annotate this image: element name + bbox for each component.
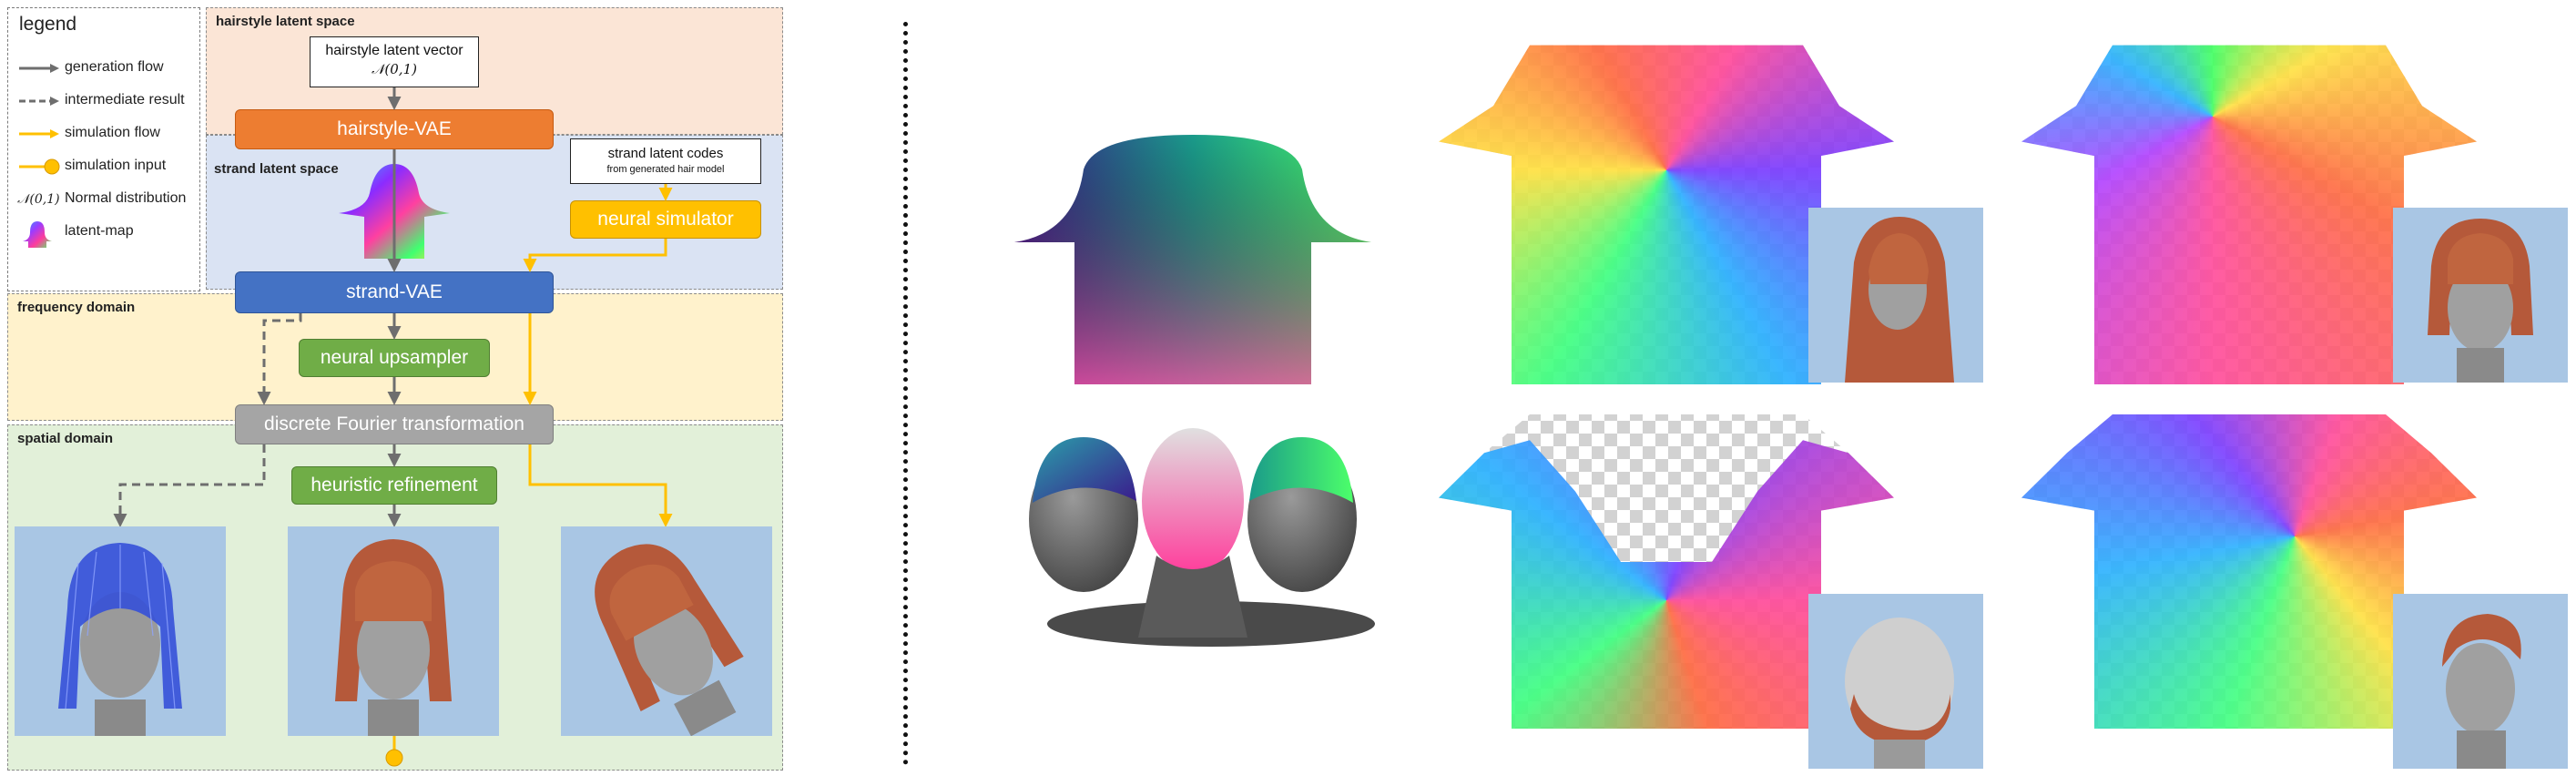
- node-label: hairstyle-VAE: [337, 118, 452, 139]
- box-line: strand latent codes: [607, 146, 724, 161]
- legend-label: Normal distribution: [65, 190, 187, 206]
- hairstyle-latent-vector-box: hairstyle latent vector 𝒩(0,1): [310, 36, 479, 87]
- legend-item-intermediate-result: intermediate result: [17, 88, 199, 116]
- box-line: from generated hair model: [606, 164, 725, 175]
- hairstyle-vae-node: hairstyle-VAE: [235, 109, 554, 149]
- legend-item-latent-map: latent-map: [17, 220, 199, 248]
- legend-label: simulation flow: [65, 125, 160, 140]
- legend-item-generation-flow: generation flow: [17, 56, 199, 83]
- legend-item-normal-distribution: 𝒩(0,1) Normal distribution: [17, 187, 199, 214]
- node-label: strand-VAE: [346, 281, 443, 302]
- short-styled-hair-image: [2442, 614, 2521, 769]
- heuristic-refinement-node: heuristic refinement: [291, 466, 497, 505]
- normal-distribution-symbol: 𝒩(0,1): [17, 192, 60, 207]
- strand-latent-codes-box: strand latent codes from generated hair …: [570, 138, 761, 184]
- dashed-arrow-icon: [19, 97, 59, 106]
- yellow-arrow-icon: [19, 129, 59, 138]
- node-label: heuristic refinement: [311, 475, 478, 495]
- vertical-divider: [903, 22, 908, 765]
- region-title: spatial domain: [17, 431, 114, 446]
- latent-map-2-hair-render: [2393, 208, 2568, 383]
- red-hair-head-image: [335, 539, 452, 736]
- legend: legend generation flow intermediate resu…: [7, 7, 200, 291]
- legend-item-simulation-flow: simulation flow: [17, 121, 199, 148]
- legend-label: intermediate result: [65, 92, 185, 107]
- legend-label: generation flow: [65, 59, 164, 75]
- legend-label: latent-map: [65, 223, 134, 239]
- box-line: hairstyle latent vector: [325, 43, 463, 58]
- latent-map-1-hair-render: [1808, 208, 1983, 383]
- region-title: hairstyle latent space: [216, 14, 355, 29]
- legend-item-simulation-input: simulation input: [17, 154, 199, 181]
- node-label: neural simulator: [597, 209, 734, 230]
- bob-hair-image: [2428, 219, 2533, 383]
- region-title: frequency domain: [17, 300, 136, 315]
- strand-vae-node: strand-VAE: [235, 271, 554, 313]
- node-label: discrete Fourier transformation: [264, 414, 524, 434]
- yellow-dot-icon: [19, 158, 60, 175]
- simulated-hair-render: [561, 526, 772, 736]
- tilted-head-image: [595, 544, 744, 736]
- uv-gradient-map: [1014, 135, 1371, 384]
- legend-label: simulation input: [65, 158, 167, 173]
- short-hair-back-image: [1845, 618, 1954, 769]
- legend-title: legend: [19, 14, 77, 35]
- long-wavy-hair-image: [1845, 217, 1954, 383]
- blue-hair-head-image: [58, 543, 182, 736]
- latent-map-4-hair-render: [2393, 594, 2568, 769]
- region-title: strand latent space: [214, 161, 339, 177]
- three-heads-render: [1029, 428, 1375, 647]
- refined-hair-render: [288, 526, 499, 736]
- latent-map-3-hair-render: [1808, 594, 1983, 769]
- intermediate-hair-render: [15, 526, 226, 736]
- solid-arrow-icon: [19, 64, 59, 73]
- flow-arrows: [113, 87, 673, 767]
- latent-map-icon: [23, 221, 52, 248]
- box-line: 𝒩(0,1): [372, 61, 417, 77]
- node-label: neural upsampler: [320, 347, 469, 368]
